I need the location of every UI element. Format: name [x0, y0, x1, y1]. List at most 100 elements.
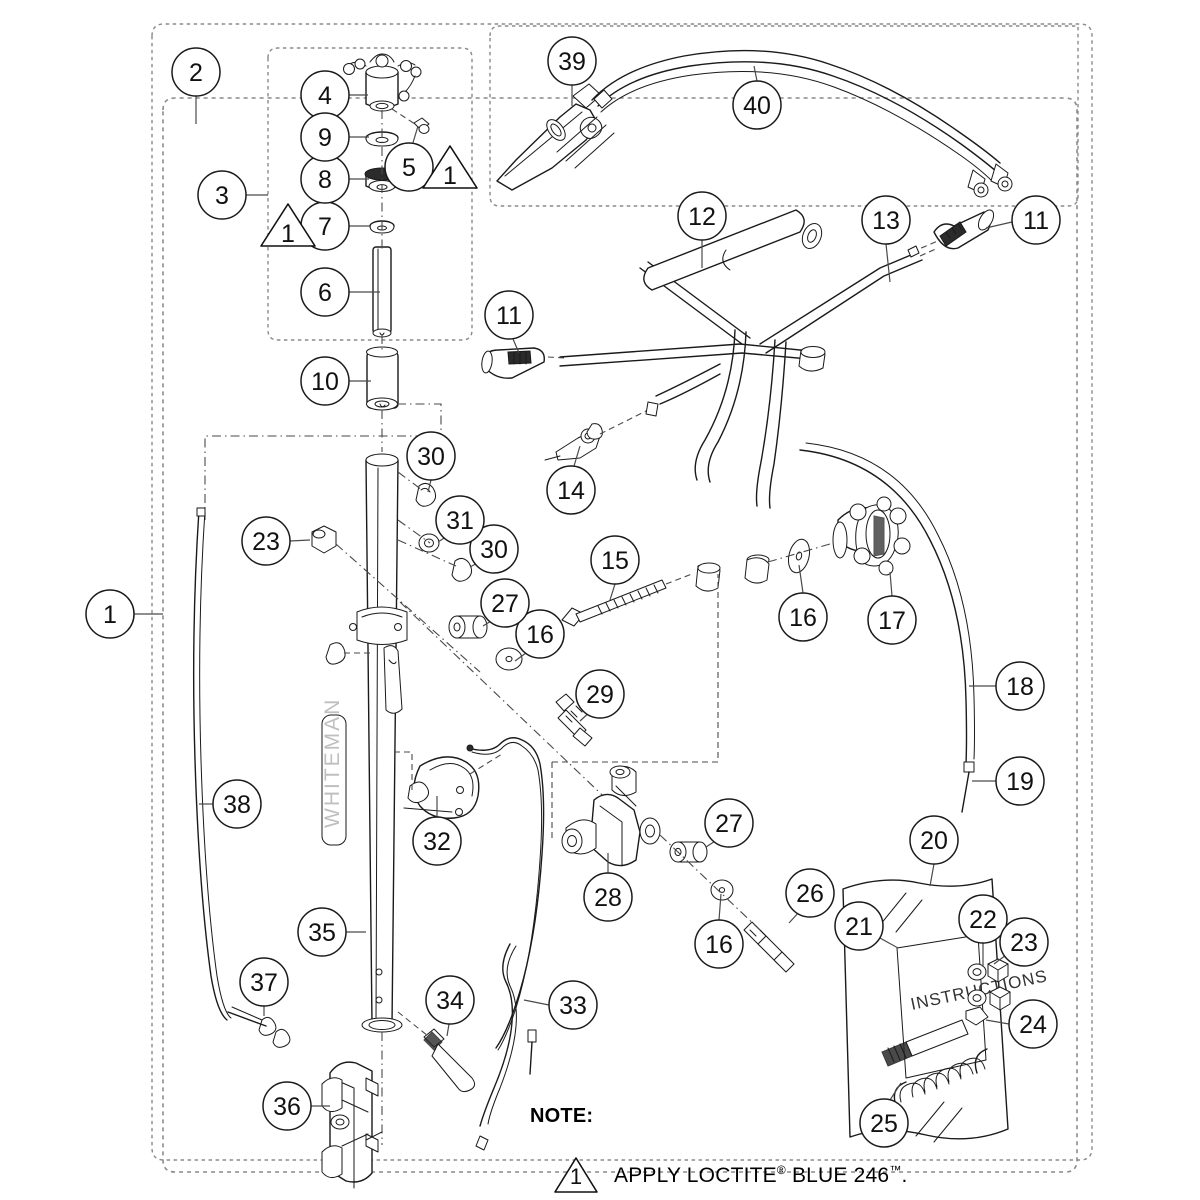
balloon-number: 26: [796, 880, 824, 908]
loctite-triangle-icon: [422, 145, 478, 189]
balloon-number: 7: [318, 213, 332, 241]
callout-balloon-11-handgrip-right[interactable]: 11: [1011, 195, 1061, 245]
balloon-circle: [785, 868, 835, 918]
balloon-circle: [834, 901, 884, 951]
balloon-number: 27: [491, 590, 519, 618]
balloon-number: 16: [526, 621, 554, 649]
balloon-number: 32: [423, 828, 451, 856]
callout-balloon-30-set-screw-a[interactable]: 30: [406, 431, 456, 481]
balloon-number: 12: [688, 203, 716, 231]
callout-balloon-27-spacer-a[interactable]: 27: [480, 578, 530, 628]
callout-balloon-1-outer-assembly-border[interactable]: 1: [85, 589, 135, 639]
callout-balloon-31-pivot-bushing[interactable]: 31: [435, 495, 485, 545]
callout-balloon-27-spacer-b[interactable]: 27: [704, 798, 754, 848]
part-37-cable-clip: [227, 1006, 291, 1048]
callout-balloon-39-clutch-lever-assy[interactable]: 39: [547, 36, 597, 86]
callout-balloon-16-flat-washer-c[interactable]: 16: [694, 919, 744, 969]
balloon-number: 29: [586, 681, 614, 709]
callout-balloon-17-throttle-control[interactable]: 17: [867, 595, 917, 645]
callout-balloon-9-washer-flange[interactable]: 9: [300, 112, 350, 162]
callout-balloon-33-control-cable[interactable]: 33: [548, 980, 598, 1030]
balloon-circle: [778, 592, 828, 642]
callout-balloon-10-sleeve[interactable]: 10: [300, 356, 350, 406]
balloon-number: 38: [223, 791, 251, 819]
callout-balloon-30-set-screw-b[interactable]: 30: [469, 524, 519, 574]
balloon-circle: [85, 589, 135, 639]
callout-balloon-16-flat-washer-b[interactable]: 16: [778, 592, 828, 642]
callout-balloon-23-hex-nut[interactable]: 23: [241, 516, 291, 566]
part-17-throttle-control: [832, 496, 911, 576]
balloon-number: 13: [872, 207, 900, 235]
callout-balloon-20-hardware-bag[interactable]: 20: [909, 815, 959, 865]
callout-balloon-18-throttle-cable[interactable]: 18: [995, 661, 1045, 711]
balloon-circle: [300, 267, 350, 317]
part-23-hex-nut: [311, 525, 481, 673]
callout-balloon-6-damper-shaft[interactable]: 6: [300, 267, 350, 317]
balloon-number: 34: [436, 987, 464, 1015]
callout-leader-flat-washer-c: [718, 893, 722, 921]
part-15-hex-bolt-long: [561, 573, 693, 627]
part-14-throttle-lever: [544, 401, 659, 461]
part-6-damper-shaft: [372, 246, 392, 338]
balloon-circle: [384, 142, 434, 192]
callout-balloon-34-clevis-pin[interactable]: 34: [425, 975, 475, 1025]
callout-balloon-32-lever-housing[interactable]: 32: [412, 816, 462, 866]
loctite-marker-tri-1a: 1: [422, 145, 478, 190]
callout-balloon-28-cable-bracket[interactable]: 28: [583, 872, 633, 922]
callout-balloon-22-lock-washer[interactable]: 22: [958, 894, 1008, 944]
part-26-carriage-bolt: [743, 921, 795, 973]
callout-balloon-8-bushing[interactable]: 8: [300, 154, 350, 204]
callout-balloon-14-throttle-lever[interactable]: 14: [546, 465, 596, 515]
callout-balloon-23-hex-nut-bag[interactable]: 23: [999, 917, 1049, 967]
callout-balloon-19-cable-end[interactable]: 19: [995, 756, 1045, 806]
note-text: APPLY LOCTITE® BLUE 246™.: [614, 1162, 908, 1187]
balloon-number: 14: [557, 477, 585, 505]
balloon-circle: [995, 661, 1045, 711]
part-16-washer-b: [767, 538, 831, 574]
callout-balloon-38-brake-cable[interactable]: 38: [212, 779, 262, 829]
callout-balloon-37-cable-clip[interactable]: 37: [239, 957, 289, 1007]
callout-balloon-13-handlebar-tube[interactable]: 13: [861, 195, 911, 245]
balloon-circle: [999, 917, 1049, 967]
balloon-circle: [406, 431, 456, 481]
callout-balloon-29-hex-bolt-short[interactable]: 29: [575, 669, 625, 719]
callout-leader-control-cable: [523, 999, 550, 1006]
balloon-number: 24: [1019, 1011, 1047, 1039]
balloon-circle: [1008, 999, 1058, 1049]
balloon-number: 2: [189, 59, 203, 87]
balloon-circle: [694, 919, 744, 969]
part-34-clevis-pin: [397, 1011, 476, 1093]
callout-balloon-35-main-mast-tube[interactable]: 35: [297, 907, 347, 957]
balloon-circle: [212, 779, 262, 829]
callout-balloon-2-handle-subassembly-border[interactable]: 2: [171, 47, 221, 97]
callout-balloon-15-hex-bolt-long[interactable]: 15: [590, 535, 640, 585]
balloon-number: 15: [601, 547, 629, 575]
part-24-hex-bolt-bag: [881, 1006, 989, 1067]
note-block: NOTE: 1 APPLY LOCTITE® BLUE 246™.: [530, 1105, 907, 1193]
callout-balloon-25-compression-spring[interactable]: 25: [859, 1098, 909, 1148]
loctite-markers: 11: [260, 145, 478, 248]
callout-balloon-16-flat-washer-a[interactable]: 16: [515, 609, 565, 659]
part-33-control-cable: [475, 943, 537, 1151]
callout-balloon-21-instructions-sheet[interactable]: 21: [834, 901, 884, 951]
balloon-circle: [241, 516, 291, 566]
part-27-spacer-a: [448, 615, 488, 639]
callout-balloon-3-damper-subassembly-border[interactable]: 3: [197, 170, 247, 220]
callout-balloon-24-hex-bolt-bag[interactable]: 24: [1008, 999, 1058, 1049]
loctite-triangle-number: 1: [569, 1164, 583, 1189]
callout-balloon-40-twin-cable[interactable]: 40: [732, 80, 782, 130]
callout-leader-instructions-sheet: [879, 937, 899, 949]
callout-balloon-11-handgrip-left[interactable]: 11: [484, 290, 534, 340]
balloon-circle: [583, 872, 633, 922]
callout-balloon-12-crossbar-pad[interactable]: 12: [677, 191, 727, 241]
callout-balloon-36-base-clamp[interactable]: 36: [262, 1081, 312, 1131]
callout-balloon-5-grease-fitting[interactable]: 5: [384, 142, 434, 192]
balloon-circle: [469, 524, 519, 574]
callout-balloon-26-carriage-bolt[interactable]: 26: [785, 868, 835, 918]
part-22-lock-washer: [967, 963, 987, 1007]
callout-balloon-4-damper-body[interactable]: 4: [300, 70, 350, 120]
part-28-cable-bracket: [551, 574, 719, 867]
balloon-circle: [425, 975, 475, 1025]
balloon-number: 6: [318, 279, 332, 307]
